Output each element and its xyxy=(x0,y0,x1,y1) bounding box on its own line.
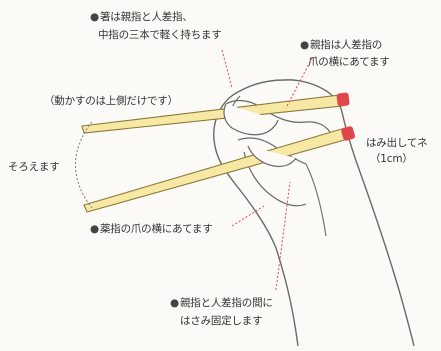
hand-outline xyxy=(213,79,415,347)
label-top-right-line2: 爪の横にあてます xyxy=(308,56,390,68)
thumb-outline xyxy=(225,99,331,133)
label-align: そろえます xyxy=(8,161,60,173)
leader-top-right xyxy=(285,57,313,109)
label-top-left-2: 中指の三本で軽く持ちます xyxy=(98,28,222,42)
label-bottom-line2: はさみ固定します xyxy=(180,315,263,327)
label-bottom-line1: 親指と人差指の間に xyxy=(179,297,273,309)
label-top-left-line2: 中指の三本で軽く持ちます xyxy=(98,29,222,41)
label-top-right: ●親指は人差指の xyxy=(300,39,383,51)
label-top-right-line1: 親指は人差指の xyxy=(309,39,383,51)
label-top-left: ●箸は親指と人差指、 xyxy=(90,11,193,23)
align-bracket xyxy=(75,121,93,209)
finger-outline xyxy=(237,137,307,165)
label-bottom: ●親指と人差指の間に xyxy=(170,297,273,309)
index-finger-over xyxy=(223,103,279,136)
label-top-left-line1: 箸は親指と人差指、 xyxy=(99,11,193,23)
label-protrude: はみ出してネ xyxy=(366,137,428,149)
upper-chopstick-tip xyxy=(336,92,350,107)
label-ring-finger: ●薬指の爪の横にあてます xyxy=(90,223,213,235)
middle-finger-over xyxy=(247,145,297,168)
leader-top-left xyxy=(221,49,233,89)
label-protrude-cm: （1cm） xyxy=(370,153,413,165)
lower-chopstick-tip xyxy=(341,126,355,141)
label-bottom-2: はさみ固定します xyxy=(180,314,263,328)
label-top-right-2: 爪の横にあてます xyxy=(308,55,390,69)
label-upper-only: （動かすのは上側だけです） xyxy=(44,95,178,107)
wrist-line xyxy=(305,163,327,237)
